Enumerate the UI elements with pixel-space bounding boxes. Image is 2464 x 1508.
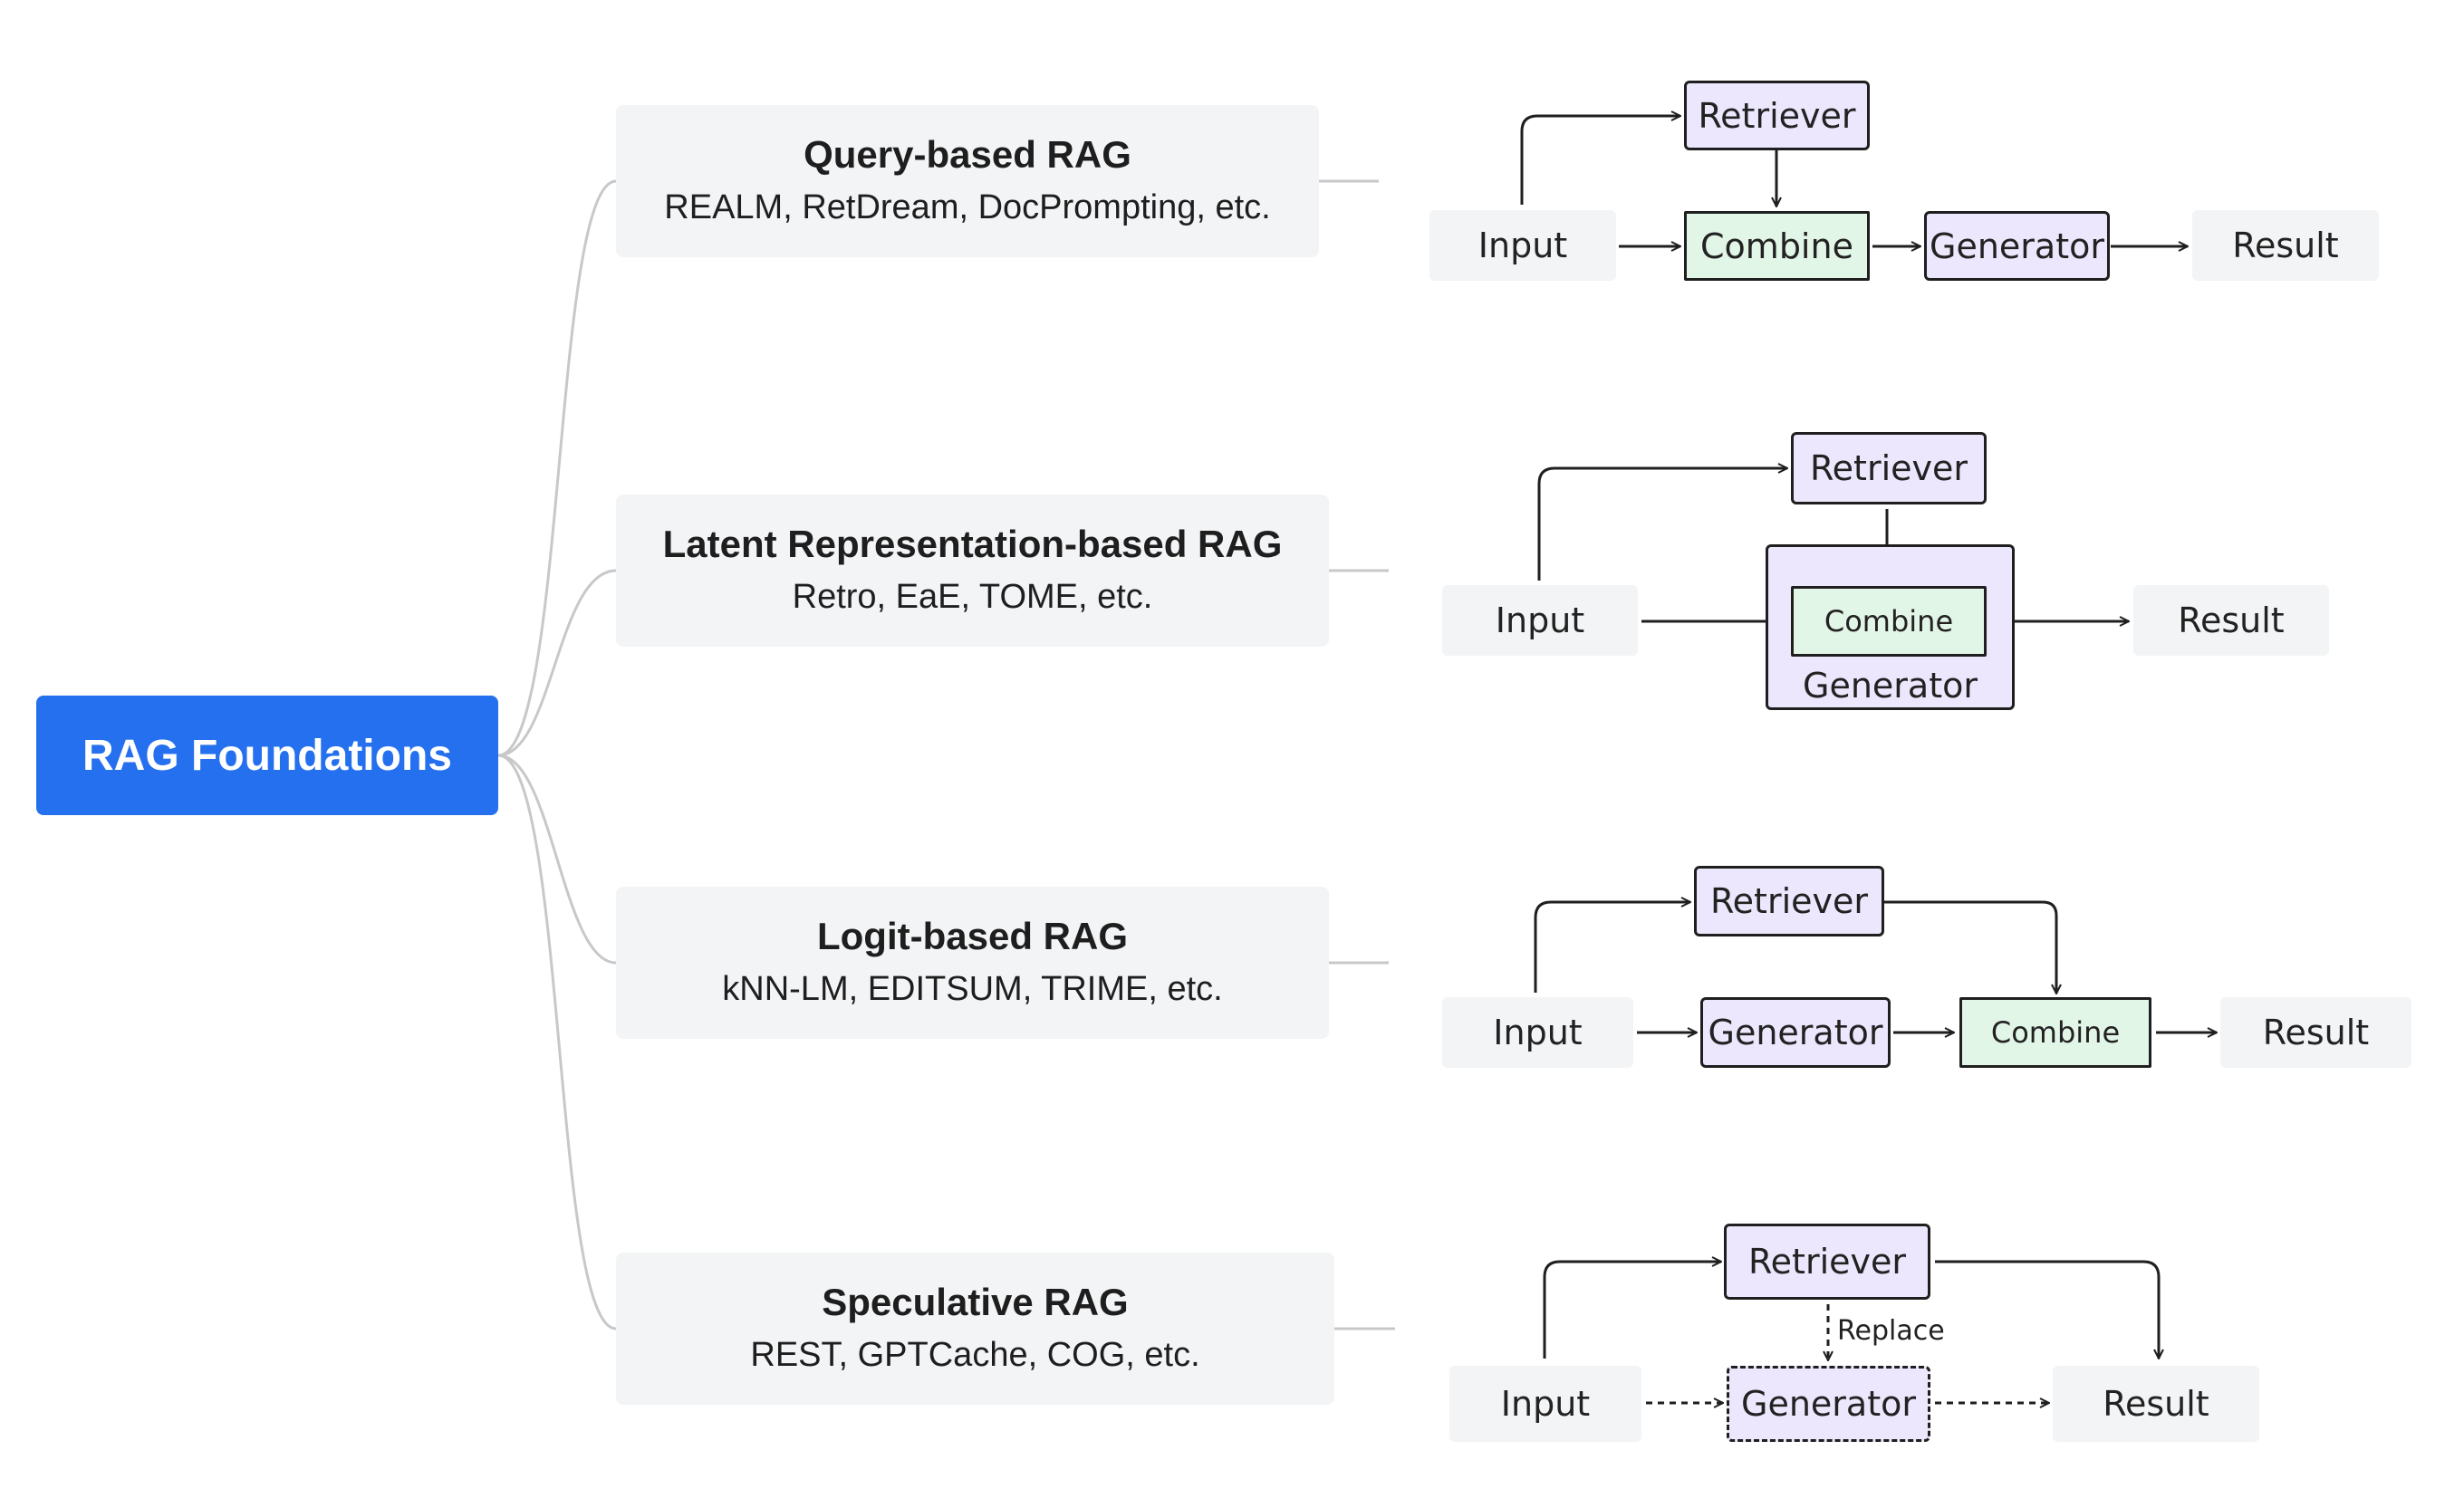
arrow-input-retriever: [1543, 1262, 1721, 1359]
arrow-retriever-result: [1935, 1260, 2159, 1359]
logit-combine-node: Combine: [1959, 997, 2151, 1068]
node-label: Input: [1500, 1384, 1591, 1424]
category-speculative: Speculative RAG REST, GPTCache, COG, etc…: [616, 1253, 1334, 1405]
speculative-generator-node: Generator: [1727, 1366, 1930, 1442]
logit-result-node: Result: [2220, 997, 2411, 1068]
latent-combine-node: Combine: [1791, 586, 1987, 657]
query-result-node: Result: [2192, 210, 2379, 281]
category-title: Speculative RAG: [822, 1281, 1129, 1323]
category-examples: REALM, RetDream, DocPrompting, etc.: [664, 188, 1271, 226]
node-label: Input: [1495, 600, 1585, 640]
query-flow-arrows: [1520, 116, 2188, 246]
latent-result-node: Result: [2133, 585, 2329, 656]
node-label: Generator: [1930, 226, 2104, 266]
node-label: Result: [2178, 600, 2285, 640]
node-label: Generator: [1741, 1384, 1916, 1424]
connector-logit: [497, 754, 617, 965]
latent-input-node: Input: [1442, 585, 1638, 656]
node-label: Result: [2262, 1013, 2370, 1052]
query-generator-node: Generator: [1924, 211, 2110, 281]
latent-retriever-node: Retriever: [1791, 432, 1987, 504]
node-label: Combine: [1824, 604, 1954, 639]
replace-label: Replace: [1837, 1315, 1945, 1347]
category-examples: kNN-LM, EDITSUM, TRIME, etc.: [722, 970, 1223, 1008]
category-latent-representation: Latent Representation-based RAG Retro, E…: [616, 495, 1329, 647]
generator-label: Generator: [1803, 666, 1978, 706]
arrow-input-retriever: [1520, 116, 1680, 205]
speculative-result-node: Result: [2053, 1366, 2259, 1442]
category-title: Latent Representation-based RAG: [662, 523, 1283, 565]
speculative-flow-arrows: [1543, 1260, 2159, 1403]
node-label: Combine: [1990, 1015, 2121, 1050]
node-label: Retriever: [1809, 448, 1968, 488]
speculative-retriever-node: Retriever: [1724, 1224, 1930, 1300]
connector-query: [497, 179, 617, 757]
category-logit-based: Logit-based RAG kNN-LM, EDITSUM, TRIME, …: [616, 887, 1329, 1039]
category-title: Query-based RAG: [804, 133, 1131, 176]
node-label: Input: [1477, 226, 1568, 265]
node-label: Retriever: [1709, 881, 1869, 921]
arrow-input-retriever: [1537, 468, 1787, 581]
category-query-based: Query-based RAG REALM, RetDream, DocProm…: [616, 105, 1319, 257]
logit-input-node: Input: [1442, 997, 1633, 1068]
node-label: Retriever: [1747, 1242, 1907, 1282]
category-examples: REST, GPTCache, COG, etc.: [750, 1336, 1200, 1374]
root-node: RAG Foundations: [36, 696, 498, 815]
node-label: Combine: [1700, 226, 1853, 266]
category-title: Logit-based RAG: [817, 915, 1128, 957]
node-label: Retriever: [1698, 95, 1856, 136]
query-combine-node: Combine: [1684, 211, 1870, 281]
logit-retriever-node: Retriever: [1694, 866, 1884, 936]
node-label: Result: [2232, 226, 2339, 265]
arrow-input-retriever: [1534, 902, 1690, 993]
speculative-input-node: Input: [1449, 1366, 1641, 1442]
logit-flow-arrows: [1534, 900, 2217, 1033]
node-label: Result: [2103, 1384, 2209, 1424]
connector-latent: [497, 569, 617, 757]
category-examples: Retro, EaE, TOME, etc.: [792, 578, 1153, 616]
node-label: Input: [1493, 1013, 1583, 1052]
root-label: RAG Foundations: [82, 731, 452, 780]
connector-speculative: [497, 754, 617, 1330]
query-input-node: Input: [1429, 210, 1616, 281]
arrow-retriever-combine: [1884, 900, 2056, 994]
query-retriever-node: Retriever: [1684, 81, 1870, 150]
tree-connectors: [497, 179, 1395, 1330]
logit-generator-node: Generator: [1700, 997, 1891, 1068]
node-label: Generator: [1708, 1013, 1883, 1052]
